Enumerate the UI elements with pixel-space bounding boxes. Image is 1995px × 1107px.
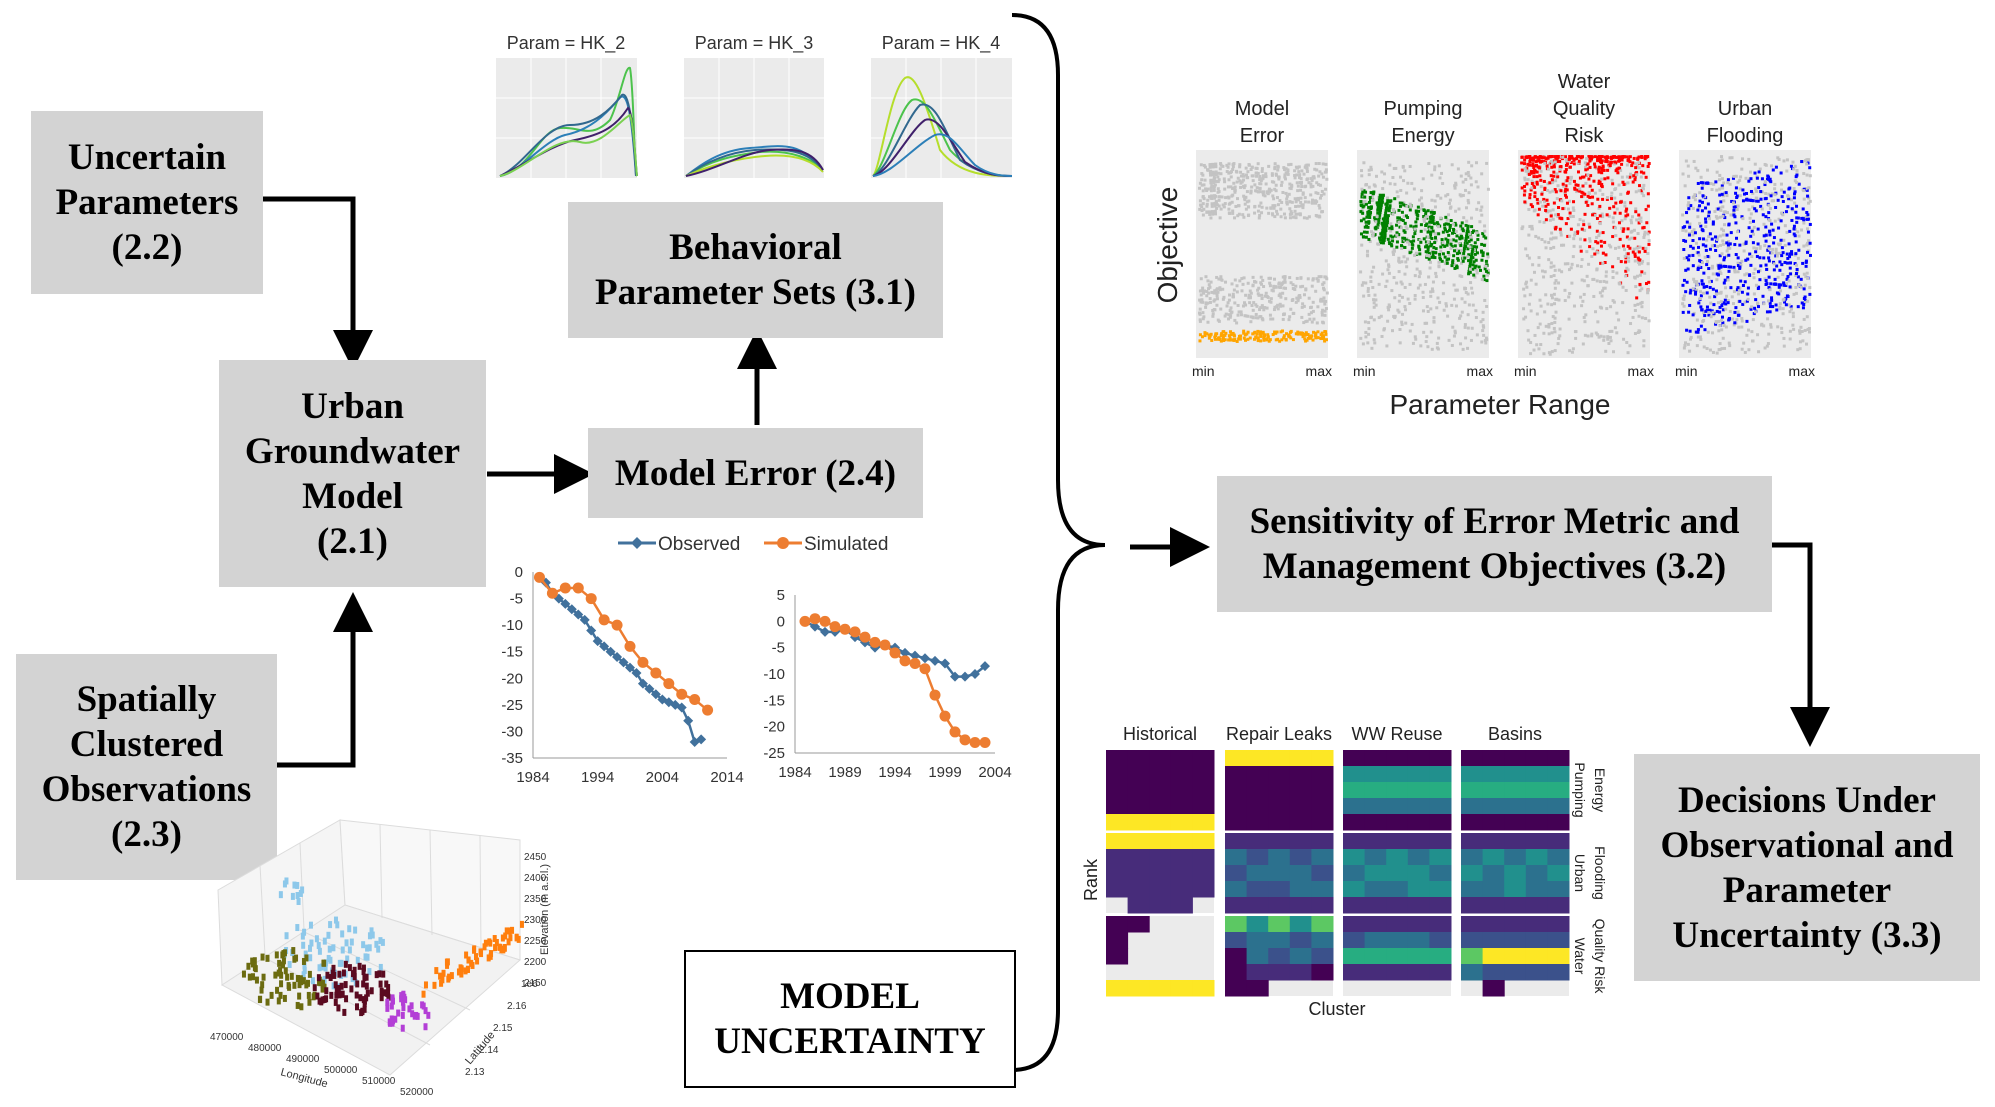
arrow-obs-to-model	[277, 592, 373, 768]
model-error-box: Model Error (2.4)	[588, 428, 923, 518]
curly-brace	[1011, 13, 1106, 1072]
behavioral-parameter-sets-box: Behavioral Parameter Sets (3.1)	[568, 202, 943, 338]
model-uncertainty-box: MODEL UNCERTAINTY	[684, 950, 1016, 1088]
decisions-box: Decisions Under Observational and Parame…	[1634, 754, 1980, 981]
arrow-sensitivity-to-decisions	[1772, 542, 1830, 747]
urban-groundwater-model-box: Urban Groundwater Model (2.1)	[219, 360, 486, 587]
spatially-clustered-observations-box: Spatially Clustered Observations (2.3)	[16, 654, 277, 880]
sensitivity-box: Sensitivity of Error Metric and Manageme…	[1217, 476, 1772, 612]
arrow-params-to-model	[262, 196, 373, 370]
uncertain-parameters-box: Uncertain Parameters (2.2)	[31, 111, 263, 294]
